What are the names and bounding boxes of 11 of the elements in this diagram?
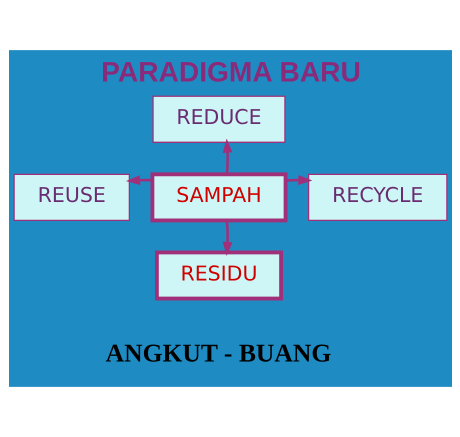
node-box: REUSE (12, 174, 130, 222)
arrow (125, 175, 152, 186)
diagram-title: PARADIGMA BARU (100, 56, 360, 88)
node-box: RECYCLE (307, 174, 448, 222)
node-box: RESIDU (154, 250, 282, 300)
arrow (222, 138, 232, 174)
label: ANGKUT - BUANG (105, 338, 331, 368)
arrow (222, 220, 232, 256)
node-box: REDUCE (152, 96, 286, 143)
arrow (285, 175, 312, 185)
node-box: SAMPAH (150, 172, 287, 222)
